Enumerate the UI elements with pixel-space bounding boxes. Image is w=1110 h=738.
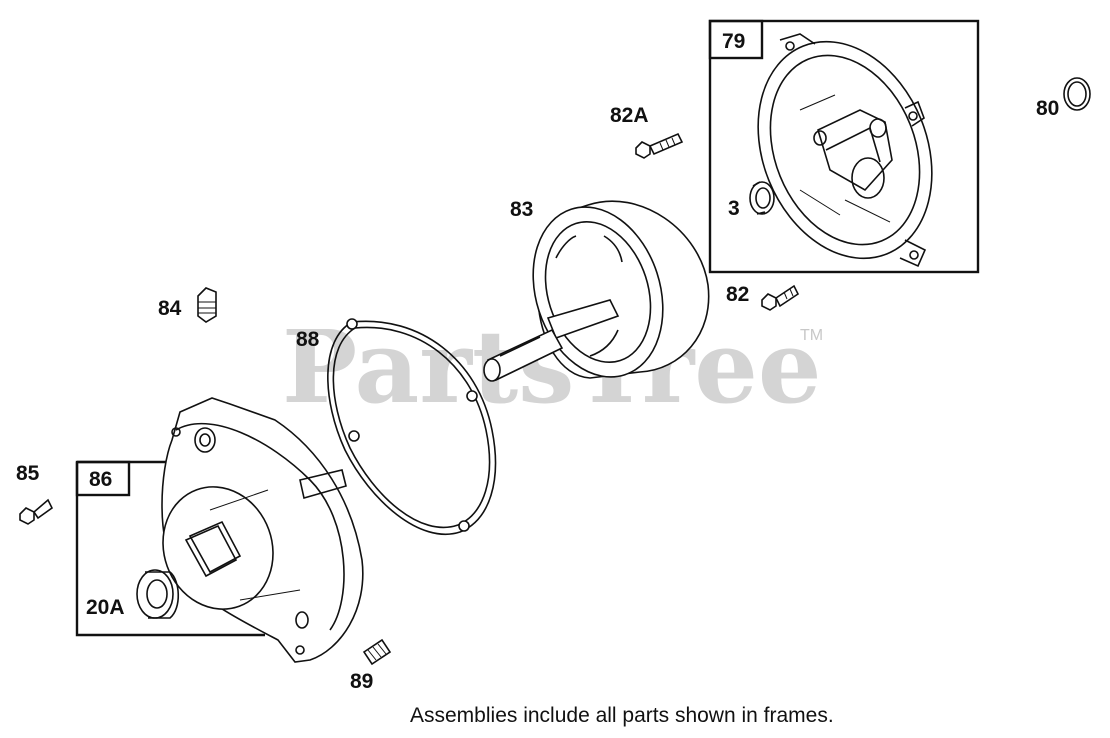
front-housing[interactable] xyxy=(146,397,364,663)
frame-86-tag xyxy=(75,460,131,497)
rear-housing[interactable] xyxy=(727,15,963,284)
frame-79-tag xyxy=(708,19,764,60)
label-3: 3 xyxy=(728,197,740,220)
label-80: 80 xyxy=(1036,97,1059,120)
label-88: 88 xyxy=(296,328,320,351)
screw-89[interactable] xyxy=(362,638,392,666)
seal-20A[interactable] xyxy=(136,569,180,619)
label-84: 84 xyxy=(158,297,182,320)
bolt-82[interactable] xyxy=(761,284,800,311)
watermark-trademark: TM xyxy=(800,327,823,344)
bolt-82A[interactable] xyxy=(635,132,684,159)
frame-79-border xyxy=(708,19,980,274)
label-79: 79 xyxy=(722,30,745,53)
frame-86-assembly[interactable]: 86 20A xyxy=(75,397,364,663)
label-86: 86 xyxy=(89,468,112,491)
label-89: 89 xyxy=(350,670,373,693)
label-82: 82 xyxy=(726,283,749,306)
frame-79-assembly[interactable]: 79 3 xyxy=(708,15,980,284)
label-83: 83 xyxy=(510,198,533,221)
seal-3[interactable] xyxy=(749,181,775,215)
label-20A: 20A xyxy=(86,596,125,619)
gasket-88[interactable] xyxy=(327,318,497,535)
label-82A: 82A xyxy=(610,104,649,127)
footer-note: Assemblies include all parts shown in fr… xyxy=(410,704,834,727)
label-85: 85 xyxy=(16,462,40,485)
drum-shaft-83[interactable] xyxy=(483,190,710,394)
plug-84[interactable] xyxy=(197,287,217,323)
bolt-85[interactable] xyxy=(19,498,54,525)
o-ring-80[interactable] xyxy=(1063,77,1091,111)
